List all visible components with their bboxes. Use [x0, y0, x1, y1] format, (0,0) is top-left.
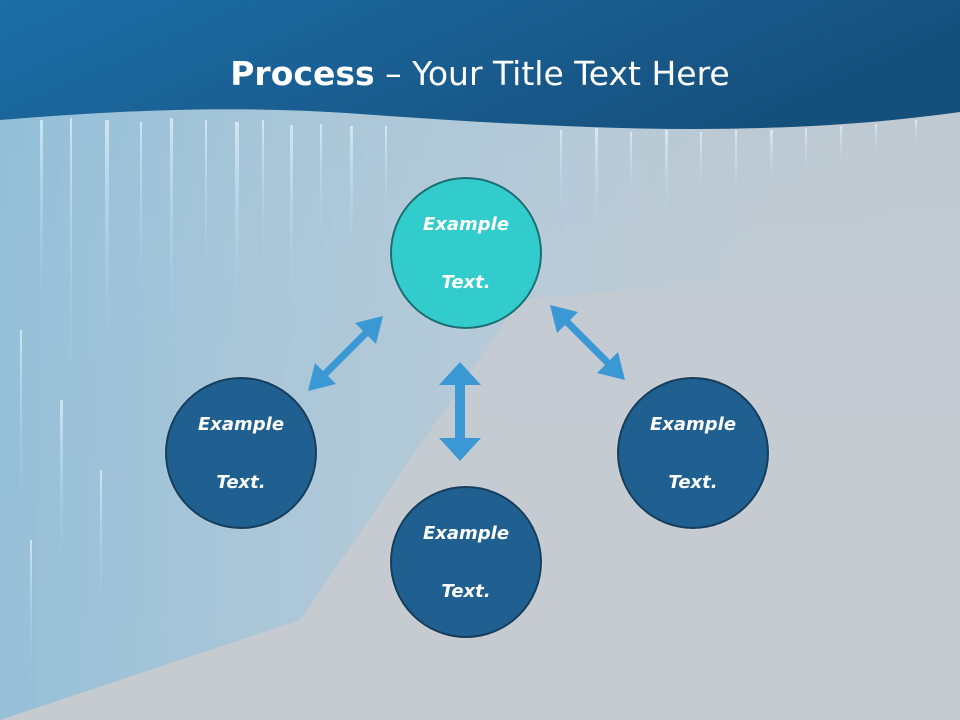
- bottom-circle-line1: Example: [422, 522, 510, 544]
- left-double-arrow: [308, 316, 383, 391]
- glow-region: [0, 110, 960, 720]
- left-circle-line2: Text.: [216, 471, 266, 493]
- slide-title: Process – Your Title Text Here: [0, 52, 960, 96]
- left-circle-line1: Example: [197, 413, 285, 435]
- top-circle-line1: Example: [422, 213, 510, 235]
- right-circle-line1: Example: [649, 413, 737, 435]
- title-bold: Process: [230, 54, 375, 93]
- right-circle-line2: Text.: [668, 471, 718, 493]
- title-rest: – Your Title Text Here: [374, 54, 730, 93]
- bottom-circle-line2: Text.: [441, 580, 491, 602]
- center-double-arrow: [439, 362, 481, 461]
- right-double-arrow: [550, 305, 625, 380]
- light-streaks: [20, 118, 917, 690]
- header-band: [0, 0, 960, 129]
- top-circle-line2: Text.: [441, 271, 491, 293]
